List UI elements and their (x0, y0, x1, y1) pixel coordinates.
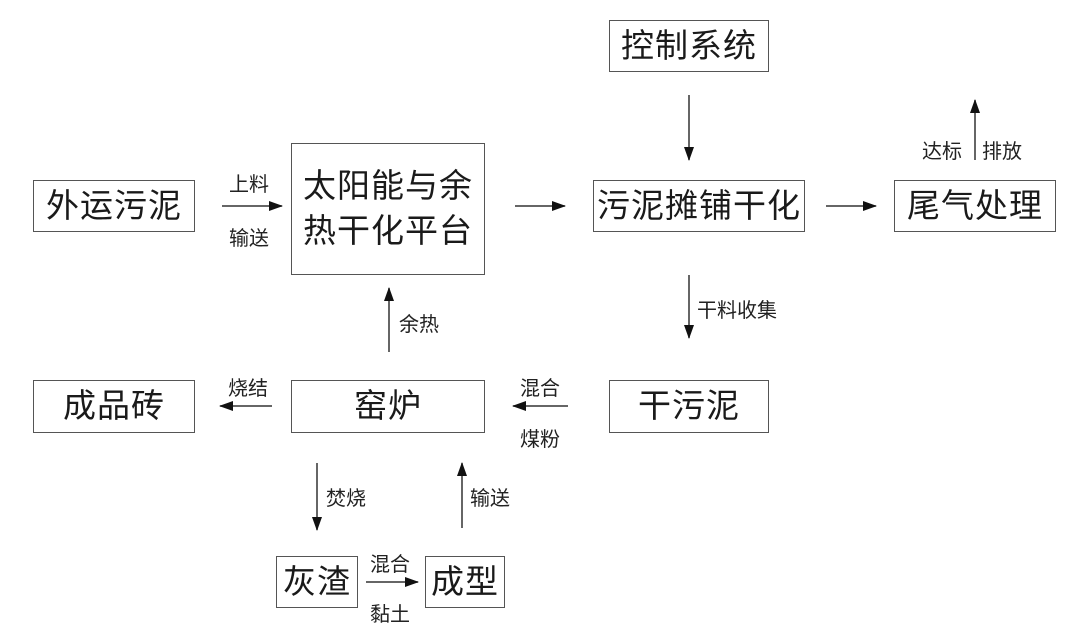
waiyun-sludge-text: 外运污泥 (46, 185, 182, 225)
dry-sludge-text: 干污泥 (638, 386, 740, 426)
exhaust-treatment-box: 尾气处理 (894, 180, 1056, 232)
drying-platform-box: 太阳能与余 热干化平台 (291, 143, 485, 275)
control-system-box: 控制系统 (609, 20, 769, 72)
label-mix-bottom: 煤粉 (520, 427, 560, 451)
waiyun-sludge-box: 外运污泥 (33, 180, 195, 232)
label-mix-top: 混合 (520, 376, 560, 400)
exhaust-treatment-text: 尾气处理 (907, 185, 1043, 225)
label-clay-top: 混合 (370, 552, 410, 576)
control-system-text: 控制系统 (621, 25, 757, 65)
finished-brick-box: 成品砖 (33, 380, 195, 433)
label-waste-heat: 余热 (399, 312, 439, 336)
label-clay-bottom: 黏土 (370, 602, 410, 626)
forming-text: 成型 (431, 561, 499, 601)
label-feed-top: 上料 (229, 172, 269, 196)
platform-line2: 热干化平台 (303, 211, 473, 250)
finished-brick-text: 成品砖 (63, 386, 165, 426)
dry-sludge-box: 干污泥 (609, 380, 769, 433)
kiln-text: 窑炉 (354, 386, 422, 426)
label-dry-collect: 干料收集 (697, 298, 777, 322)
ash-box: 灰渣 (276, 556, 358, 608)
label-dabiao: 达标 (922, 139, 962, 163)
label-feed-bottom: 输送 (229, 226, 269, 250)
label-transport: 输送 (470, 486, 510, 510)
platform-line1: 太阳能与余 (303, 166, 473, 206)
sludge-spread-dry-text: 污泥摊铺干化 (597, 185, 801, 225)
sludge-spread-dry-box: 污泥摊铺干化 (593, 180, 805, 232)
forming-box: 成型 (425, 556, 505, 608)
label-sinter: 烧结 (228, 376, 268, 400)
ash-text: 灰渣 (283, 561, 351, 601)
kiln-box: 窑炉 (291, 380, 485, 433)
label-paifang: 排放 (982, 139, 1022, 163)
label-incinerate: 焚烧 (326, 486, 366, 510)
